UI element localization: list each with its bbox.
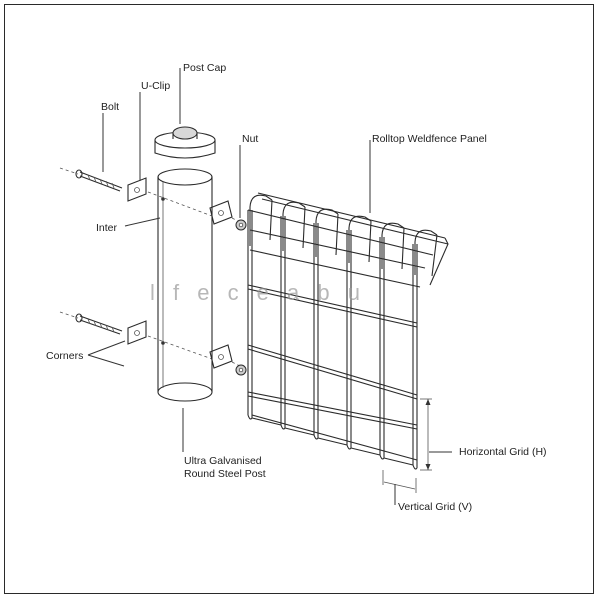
label-panel: Rolltop Weldfence Panel <box>372 133 487 145</box>
post-hole-lower <box>161 341 165 345</box>
bolt-lower <box>59 311 123 335</box>
u-clip-hole <box>134 330 140 336</box>
post-hole-upper <box>161 197 165 201</box>
bolt-upper <box>59 167 123 192</box>
horizontal-grid-dimension <box>420 398 452 471</box>
label-vertical-grid: Vertical Grid (V) <box>398 501 472 513</box>
round-steel-post <box>157 168 213 402</box>
u-clip-lower-left <box>127 320 147 345</box>
label-inter: Inter <box>96 222 118 234</box>
u-clip-upper-left <box>127 177 147 202</box>
nut-upper <box>235 219 247 231</box>
inter-leader <box>124 217 161 227</box>
bolt-path-upper <box>147 191 213 217</box>
label-post-line2: Round Steel Post <box>184 468 266 480</box>
clip-lower-right <box>209 344 233 369</box>
label-horizontal-grid: Horizontal Grid (H) <box>459 446 547 458</box>
bolt-path-lower <box>147 335 213 360</box>
label-post-cap: Post Cap <box>183 62 226 74</box>
corners-leader <box>87 340 126 367</box>
rolltop-weldfence-panel <box>247 192 449 470</box>
label-bolt: Bolt <box>101 101 119 113</box>
outer-border <box>4 4 594 594</box>
watermark: l f e c e a b u <box>150 280 366 305</box>
post-cap <box>154 126 216 159</box>
label-post-line1: Ultra Galvanised <box>184 455 262 467</box>
clip-hole <box>218 210 224 216</box>
clip-upper-right <box>209 200 233 225</box>
nut-lower <box>235 364 247 376</box>
u-clip-hole <box>134 187 140 193</box>
clip-hole <box>218 354 224 360</box>
vertical-grid-dimension <box>382 470 417 505</box>
label-u-clip: U-Clip <box>141 80 170 92</box>
label-nut: Nut <box>242 133 258 145</box>
label-corners: Corners <box>46 350 83 362</box>
